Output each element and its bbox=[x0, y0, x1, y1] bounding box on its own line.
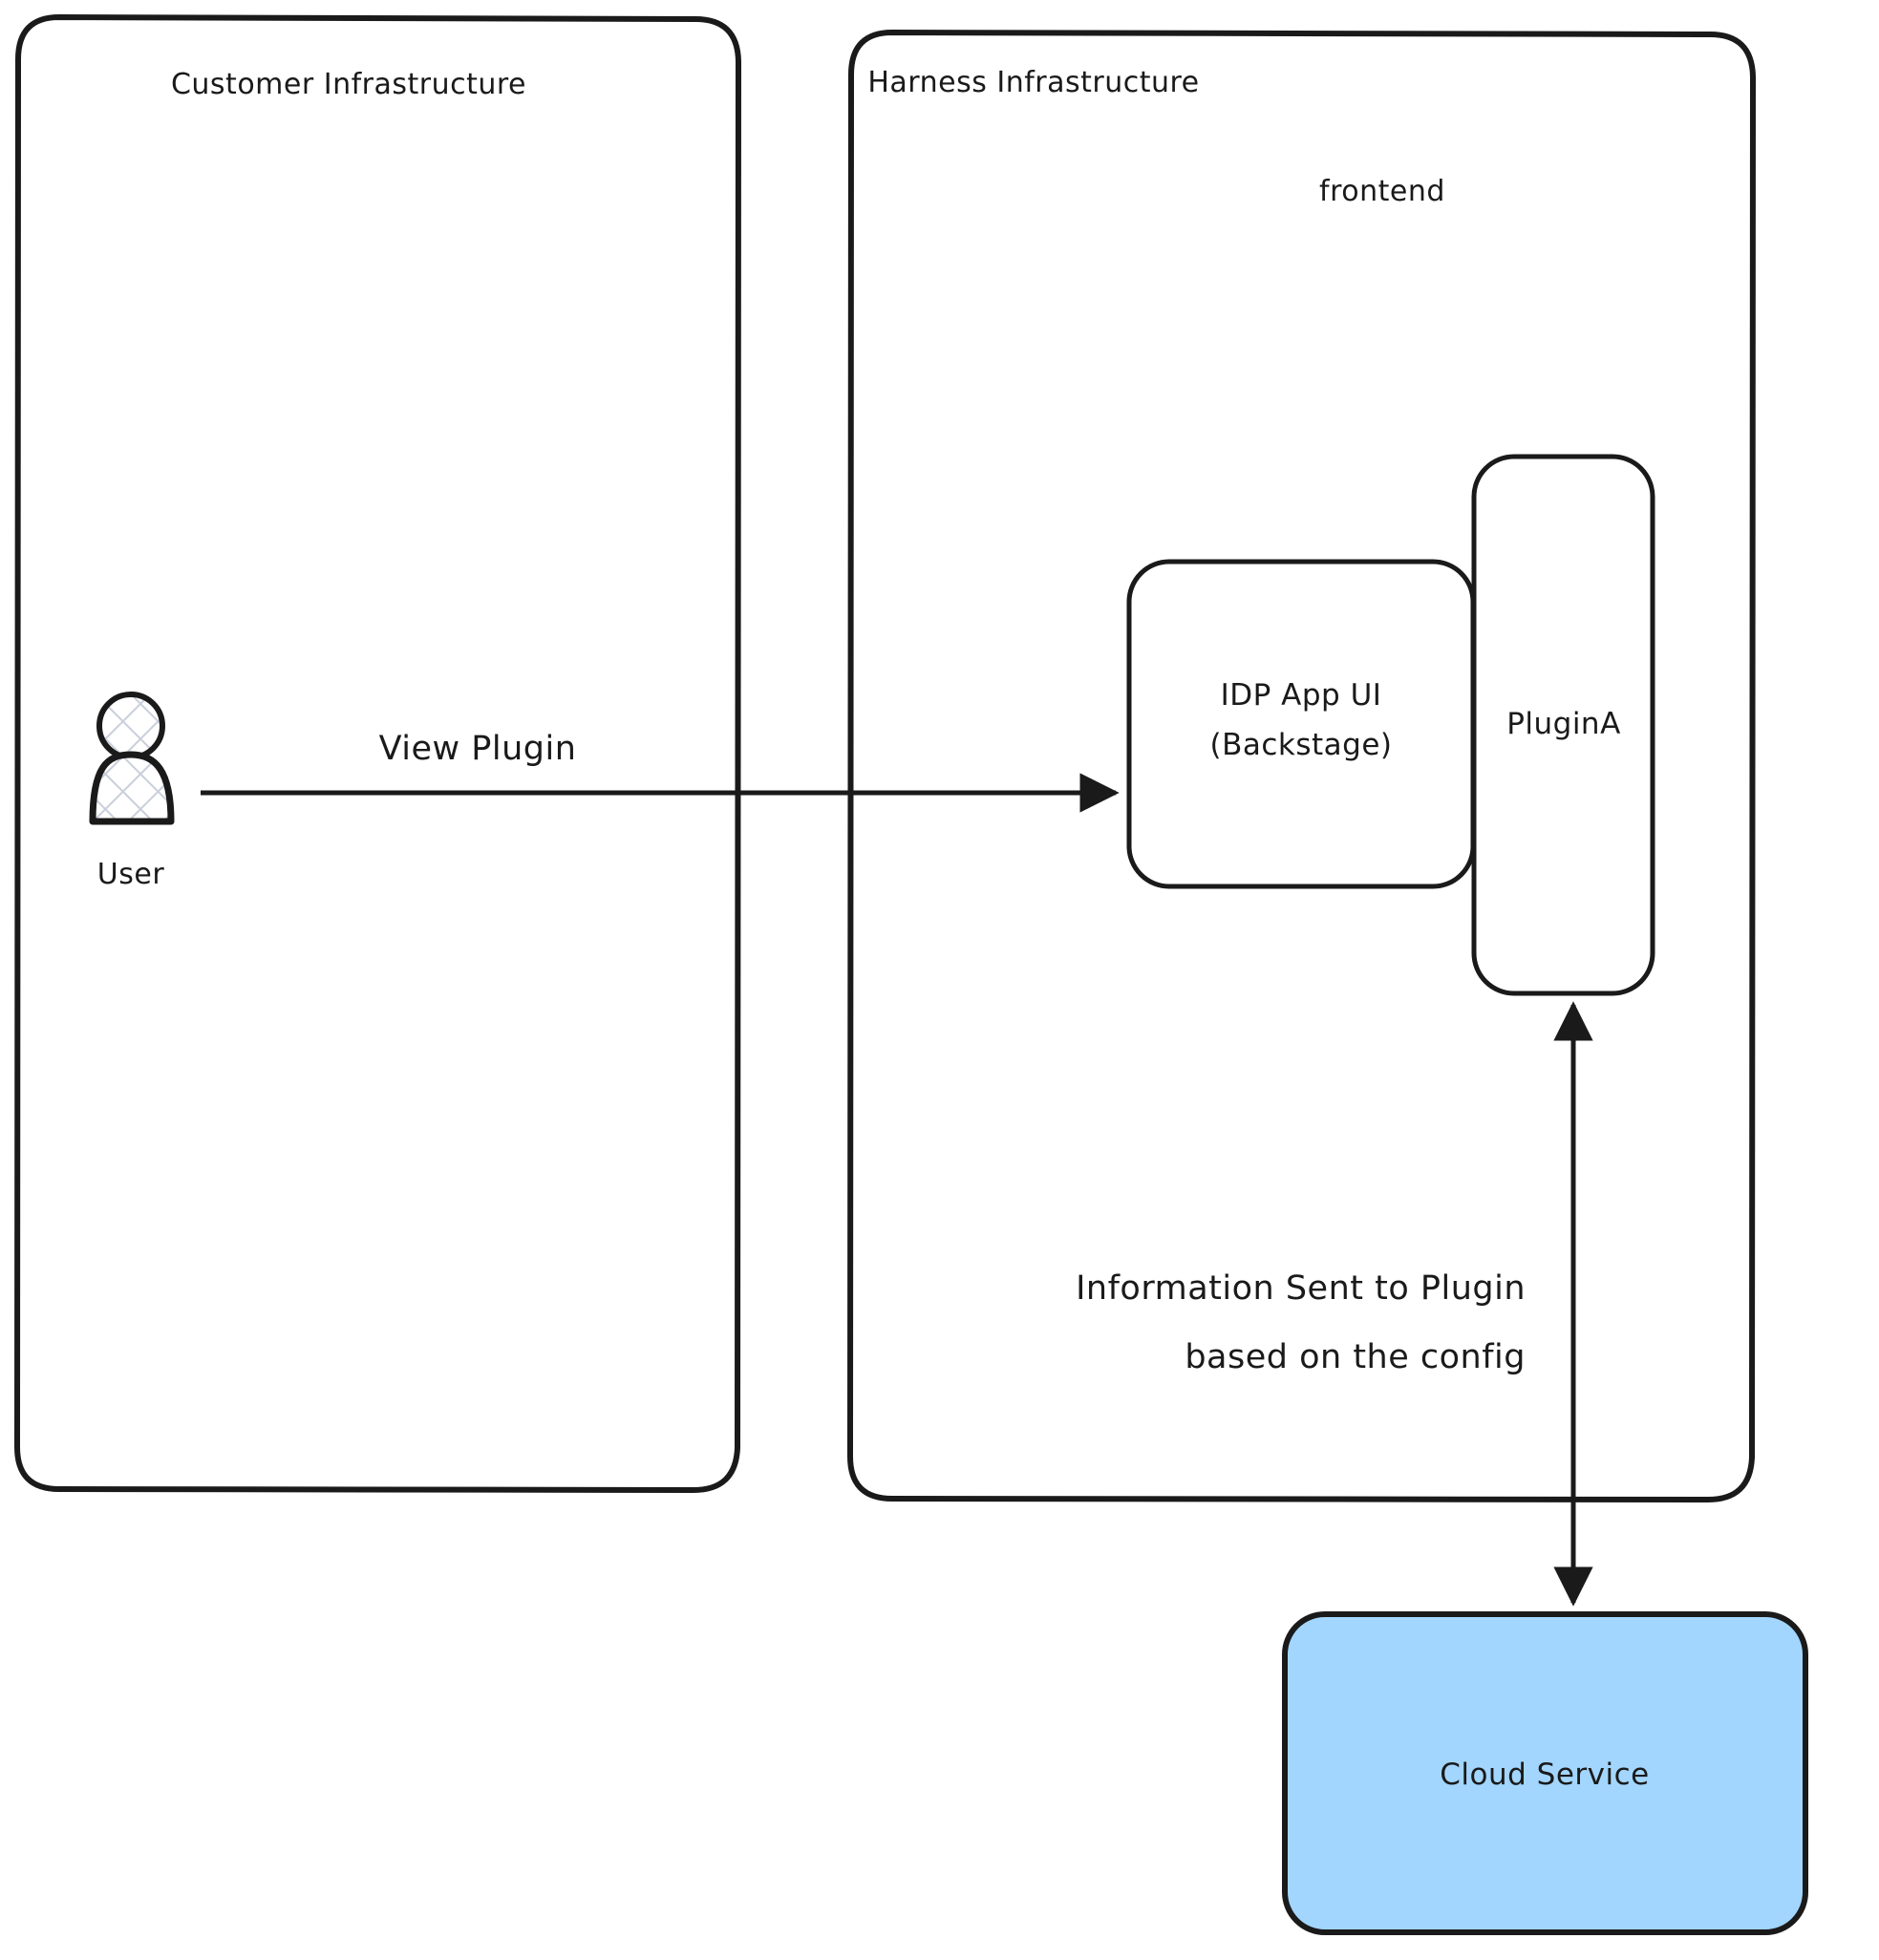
edge-view-plugin[interactable]: View Plugin bbox=[201, 730, 1120, 813]
edge-config-information[interactable]: Information Sent to Plugin based on the … bbox=[1076, 1001, 1593, 1607]
idp-app-ui-label-line1: IDP App UI bbox=[1221, 678, 1382, 713]
user-body-icon bbox=[89, 751, 175, 825]
node-cloud-service[interactable]: Cloud Service bbox=[1282, 1611, 1808, 1935]
cloud-service-label: Cloud Service bbox=[1440, 1758, 1649, 1792]
plugin-a-box bbox=[1471, 454, 1655, 996]
harness-infrastructure-title: Harness Infrastructure bbox=[867, 66, 1199, 99]
idp-app-ui-box bbox=[1126, 559, 1476, 889]
view-plugin-label: View Plugin bbox=[379, 730, 577, 768]
harness-frontend-label: frontend bbox=[1319, 175, 1445, 208]
user-head-icon bbox=[96, 692, 165, 760]
container-harness-infrastructure[interactable]: Harness Infrastructure frontend bbox=[847, 30, 1756, 1502]
customer-infrastructure-border bbox=[14, 14, 741, 1493]
node-idp-app-ui[interactable]: IDP App UI (Backstage) bbox=[1126, 559, 1476, 889]
node-user[interactable]: User bbox=[89, 692, 175, 891]
config-information-label-line1: Information Sent to Plugin bbox=[1076, 1269, 1526, 1308]
node-plugin-a[interactable]: PluginA bbox=[1471, 454, 1655, 996]
container-customer-infrastructure[interactable]: Customer Infrastructure bbox=[14, 14, 741, 1493]
user-label: User bbox=[97, 858, 165, 891]
cloud-service-box bbox=[1282, 1611, 1808, 1935]
config-information-label-line2: based on the config bbox=[1185, 1338, 1526, 1376]
plugin-a-label: PluginA bbox=[1506, 707, 1621, 741]
harness-infrastructure-border bbox=[847, 30, 1756, 1502]
customer-infrastructure-title: Customer Infrastructure bbox=[171, 68, 526, 101]
idp-app-ui-label-line2: (Backstage) bbox=[1209, 728, 1392, 762]
